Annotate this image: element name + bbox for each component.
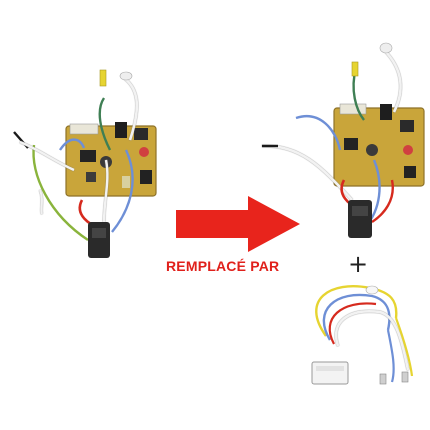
original-board-assembly — [13, 69, 157, 258]
original-wire-blue — [59, 138, 86, 151]
harness-plug — [311, 361, 349, 385]
replacement-connector — [348, 200, 372, 238]
replacement-caption: REMPLACÉ PAR — [166, 258, 280, 274]
replacement-arrow — [176, 196, 300, 252]
wire-harness — [311, 285, 414, 385]
plus-sign: + — [348, 250, 368, 278]
original-wire-green — [32, 144, 89, 242]
original-connector — [88, 222, 110, 258]
replacement-board-assembly — [261, 42, 425, 238]
